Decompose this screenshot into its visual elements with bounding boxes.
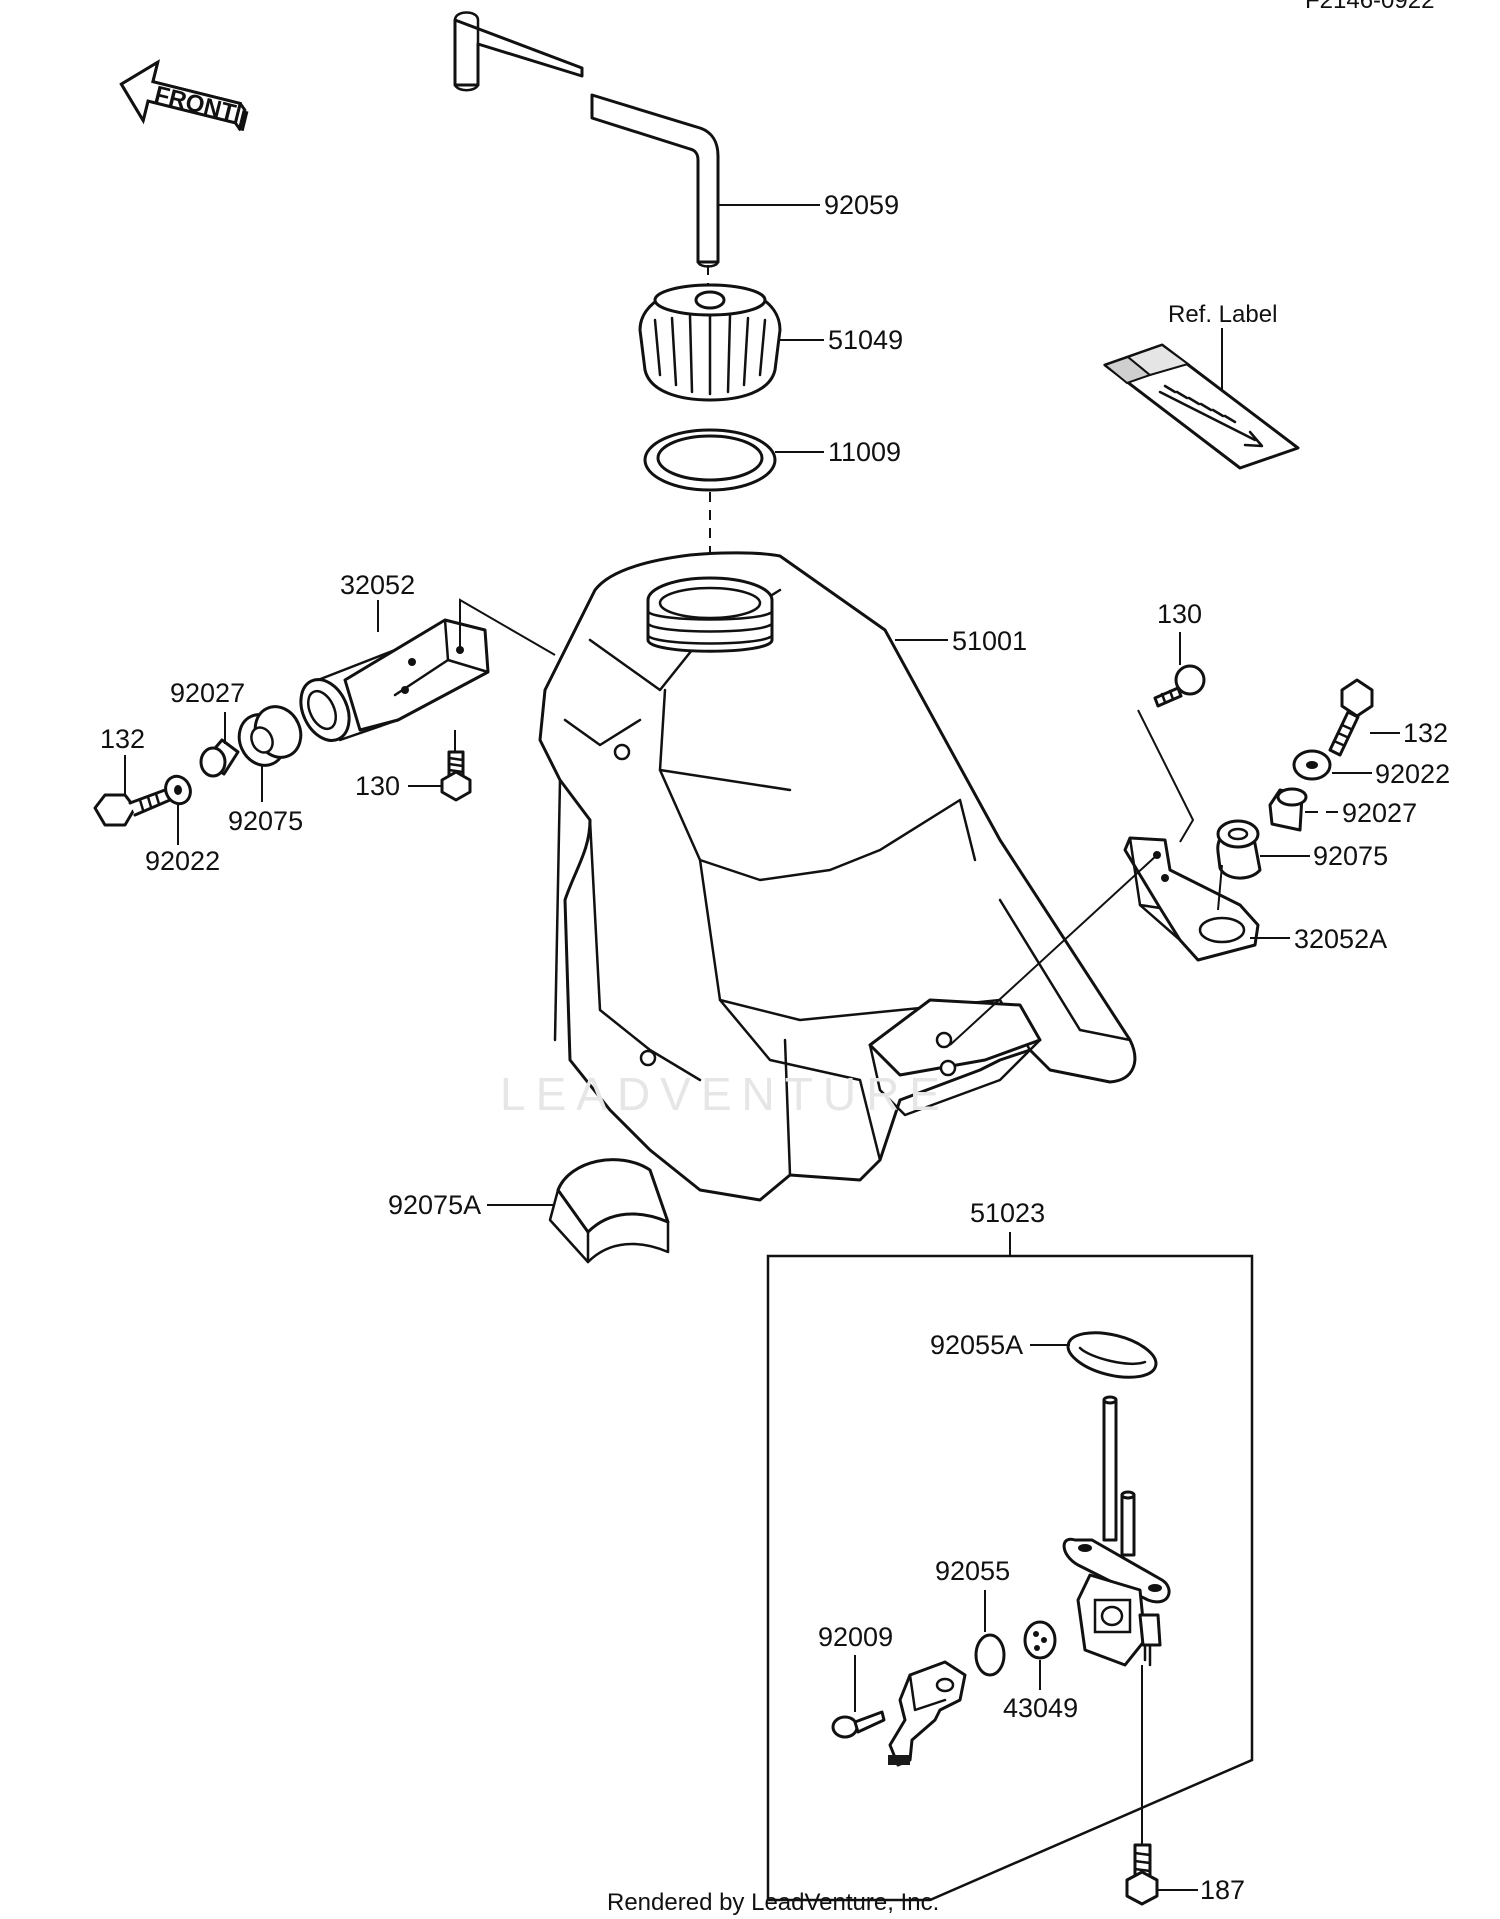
tap-mount-bolt — [1125, 1843, 1159, 1906]
tap-strainer-gasket — [1066, 1331, 1158, 1379]
right-screw-130 — [1153, 664, 1206, 708]
callout-92022-left: 92022 — [145, 846, 220, 876]
tap-lever — [888, 1660, 967, 1767]
callout-130-right: 130 — [1157, 599, 1202, 629]
front-arrow-icon: FRONT — [119, 59, 249, 132]
callout-92055: 92055 — [935, 1556, 1010, 1586]
footer-credit: Rendered by LeadVenture, Inc. — [607, 1889, 939, 1916]
callout-51001: 51001 — [952, 626, 1027, 656]
right-collar — [1268, 787, 1308, 832]
callout-92075-left: 92075 — [228, 806, 303, 836]
right-mount-bracket — [1123, 836, 1260, 962]
callout-51049: 51049 — [828, 325, 903, 355]
callout-92027-right: 92027 — [1342, 798, 1417, 828]
tap-filter-cup — [1023, 1620, 1057, 1660]
breather-hose — [453, 11, 720, 268]
callout-43049: 43049 — [1003, 1693, 1078, 1723]
left-bolt — [93, 788, 172, 827]
front-label: FRONT — [152, 81, 239, 127]
tap-oring — [974, 1633, 1006, 1677]
right-bolt — [1328, 678, 1374, 757]
left-collar — [199, 738, 240, 778]
callout-92009: 92009 — [818, 1622, 893, 1652]
callout-92075A: 92075A — [388, 1190, 481, 1220]
callout-92075-right: 92075 — [1313, 841, 1388, 871]
callout-92059: 92059 — [824, 190, 899, 220]
right-grommet — [1216, 819, 1262, 880]
fuel-tap — [1062, 1395, 1171, 1667]
callout-32052: 32052 — [340, 570, 415, 600]
watermark: LEADVENTURE — [500, 1068, 950, 1120]
callout-92055A: 92055A — [930, 1330, 1023, 1360]
fuel-tank — [538, 551, 1137, 1202]
callout-51023: 51023 — [970, 1198, 1045, 1228]
tank-rubber-pad — [548, 1158, 670, 1264]
callout-132-right: 132 — [1403, 718, 1448, 748]
tap-screw — [831, 1710, 886, 1739]
left-screw-130 — [440, 750, 472, 802]
left-washer — [164, 774, 192, 806]
ref-label-title: Ref. Label — [1168, 301, 1277, 328]
diagram-code: F2146-0922 — [1305, 0, 1434, 14]
callout-11009: 11009 — [828, 437, 901, 467]
cap-gasket — [643, 428, 777, 492]
right-washer — [1292, 749, 1332, 781]
callout-32052A: 32052A — [1294, 924, 1387, 954]
callout-132-left: 132 — [100, 724, 145, 754]
left-grommet — [237, 705, 303, 767]
callout-92022-right: 92022 — [1375, 759, 1450, 789]
fuel-cap — [638, 283, 782, 402]
left-mount-bracket — [299, 618, 490, 742]
callout-187: 187 — [1200, 1875, 1245, 1905]
callout-130-left: 130 — [355, 771, 400, 801]
callout-92027-left: 92027 — [170, 678, 245, 708]
ref-label-sticker — [1102, 343, 1300, 470]
